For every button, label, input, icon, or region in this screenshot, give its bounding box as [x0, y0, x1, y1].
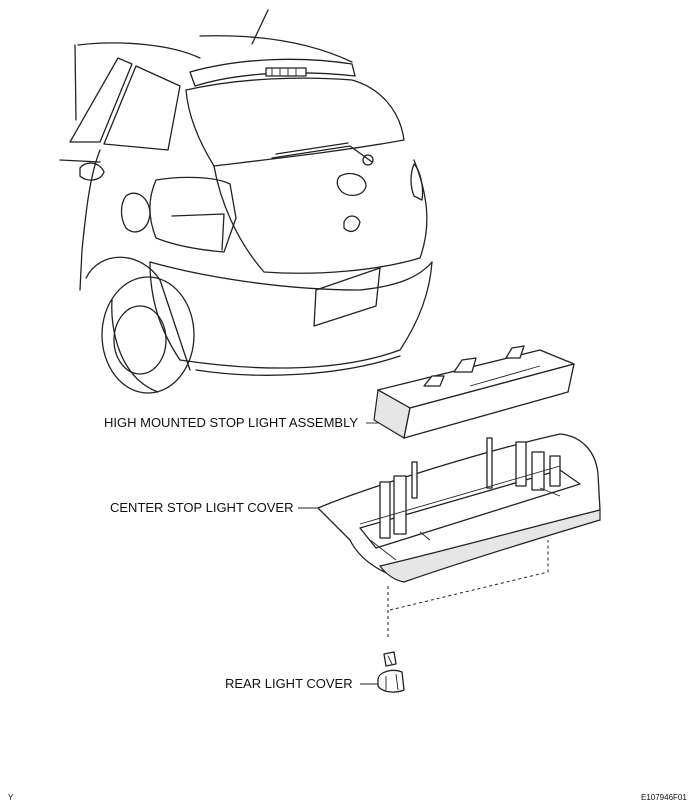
label-center-stop-light-cover: CENTER STOP LIGHT COVER — [110, 500, 294, 515]
high-mounted-stop-light-assembly — [373, 345, 575, 439]
figure-code: E107946F01 — [641, 793, 687, 802]
center-stop-light-cover — [317, 433, 601, 583]
dashed-leader-horizontal — [389, 540, 549, 611]
car-rear-illustration — [59, 9, 433, 394]
corner-mark-left: Y — [8, 793, 14, 802]
label-rear-light-cover: REAR LIGHT COVER — [225, 676, 353, 691]
rear-light-cover — [377, 651, 405, 693]
label-high-mounted-stop-light: HIGH MOUNTED STOP LIGHT ASSEMBLY — [104, 415, 358, 430]
